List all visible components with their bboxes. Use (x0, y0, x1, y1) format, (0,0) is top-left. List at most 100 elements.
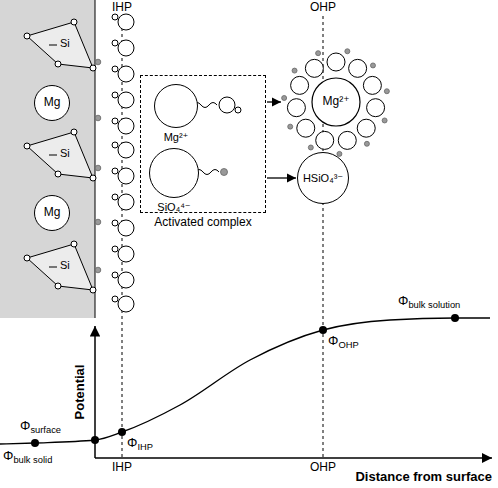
water-hydrogen (112, 40, 118, 46)
surface-dot (95, 115, 101, 121)
water-oxygen (338, 131, 356, 149)
water-oxygen (367, 99, 385, 117)
water-oxygen (118, 66, 134, 82)
potential-point (91, 436, 99, 444)
potential-label: Φbulk solution (398, 294, 460, 309)
water-hydrogen (384, 89, 389, 94)
water-hydrogen (112, 194, 118, 200)
water-hydrogen (112, 296, 118, 302)
oxygen-atom (71, 241, 77, 247)
ion-circle: SiO₄⁴⁻ (149, 148, 199, 198)
node-label: Si (60, 259, 70, 272)
potential-label: Φsurface (20, 419, 61, 434)
node-label: HSiO₄³⁻ (303, 172, 343, 185)
si-bond (49, 155, 57, 156)
tetrahedron-outline (27, 244, 93, 290)
water-oxygen (287, 99, 305, 117)
oxygen-atom (24, 255, 30, 261)
axis-title: Distance from surface (355, 470, 492, 485)
potential-curve (0, 318, 490, 444)
oxygen-atom (71, 129, 77, 135)
water-hydrogen (382, 118, 387, 123)
potential-point (319, 326, 327, 334)
axis-title: Potential (73, 365, 88, 420)
water-hydrogen (282, 95, 287, 100)
oxygen-atom (90, 175, 96, 181)
silicate-tetrahedron: Si (22, 18, 95, 78)
water-hydrogen (112, 92, 118, 98)
silicate-tetrahedron: Si (22, 128, 95, 188)
water-oxygen (305, 59, 323, 77)
surface-dot (95, 219, 101, 225)
oxygen-atom (90, 65, 96, 71)
water-hydrogen (112, 142, 118, 148)
water-oxygen (349, 59, 367, 77)
water-hydrogen (112, 246, 118, 252)
water-hydrogen (364, 141, 369, 146)
reaction-arrow (267, 177, 296, 178)
oxygen-atom (55, 283, 61, 289)
ihp-line (122, 16, 123, 458)
oxygen-atom (55, 61, 61, 67)
surface-dot (95, 267, 101, 273)
water-oxygen (118, 272, 134, 288)
water-oxygen (297, 119, 315, 137)
x-axis (95, 457, 492, 459)
water-oxygen (118, 142, 134, 158)
water-hydrogen (288, 124, 293, 129)
axis-tick-label: IHP (112, 461, 132, 475)
water-oxygen (118, 92, 134, 108)
silicate-tetrahedron: Si (22, 240, 95, 300)
tetrahedron-outline (27, 22, 93, 68)
water-oxygen (118, 296, 134, 312)
potential-label: ΦIHP (127, 436, 153, 451)
water-oxygen (316, 131, 334, 149)
water-oxygen (118, 194, 134, 210)
water-oxygen (118, 118, 134, 134)
oxygen-atom (24, 33, 30, 39)
proton-dot (221, 169, 228, 176)
box-heading: Activated complex (141, 216, 265, 230)
water-hydrogen (112, 168, 118, 174)
oxygen-atom (90, 287, 96, 293)
potential-point (118, 428, 126, 436)
surface-dot (95, 165, 101, 171)
activated-complex-box: Mg²⁺SiO₄⁴⁻Activated complex (140, 75, 266, 213)
water-hydrogen (316, 51, 321, 56)
potential-point (451, 314, 459, 322)
water-hydrogen (112, 14, 118, 20)
water-oxygen (118, 14, 134, 30)
potential-label: ΦOHP (328, 334, 359, 349)
water-oxygen (327, 53, 345, 71)
oxygen-atom (24, 143, 30, 149)
water-hydrogen (345, 49, 350, 54)
oxygen-atom (55, 171, 61, 177)
water-hydrogen (370, 63, 375, 68)
water-layer (95, 14, 134, 312)
water-hydrogen (308, 145, 313, 150)
water-hydrogen (112, 66, 118, 72)
node-label: Si (60, 147, 70, 160)
water-hydrogen (112, 272, 118, 278)
water-hydrogen (235, 107, 241, 113)
hydrated-ion: Mg²⁺ (282, 48, 390, 156)
water-oxygen (118, 40, 134, 56)
ion-circle: Mg²⁺ (154, 84, 198, 128)
axis-tick-label: OHP (310, 461, 336, 475)
water-hydrogen (112, 220, 118, 226)
water-hydrogen (292, 68, 297, 73)
potential-label: Φbulk solid (3, 449, 52, 464)
water-oxygen (118, 220, 134, 236)
node-label: Mg (44, 206, 61, 220)
reaction-arrow (267, 101, 281, 102)
plane-label: OHP (310, 1, 336, 15)
tetrahedron-shape (22, 240, 95, 300)
ion-circle: Mg (34, 85, 70, 121)
node-label: Si (60, 37, 70, 50)
tetrahedron-outline (27, 132, 93, 178)
oxygen-atom (71, 19, 77, 25)
water-oxygen (363, 76, 381, 94)
solid-region (0, 0, 95, 318)
ion-core (312, 78, 360, 126)
